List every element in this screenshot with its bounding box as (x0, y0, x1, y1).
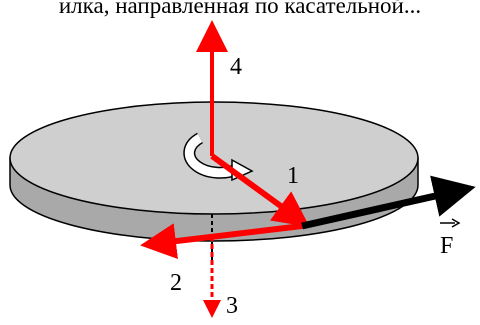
force-vector-arrow (301, 175, 476, 230)
caption-text: илка, направленная по касательной... (58, 0, 422, 18)
label-4: 4 (230, 54, 242, 80)
label-force: F (440, 233, 453, 259)
vector-1-arrow (210, 153, 310, 228)
label-3: 3 (226, 293, 238, 319)
label-1: 1 (287, 163, 299, 189)
vector-2-arrow (140, 223, 303, 260)
label-2: 2 (170, 270, 182, 296)
force-vector-accent-icon (440, 218, 461, 228)
